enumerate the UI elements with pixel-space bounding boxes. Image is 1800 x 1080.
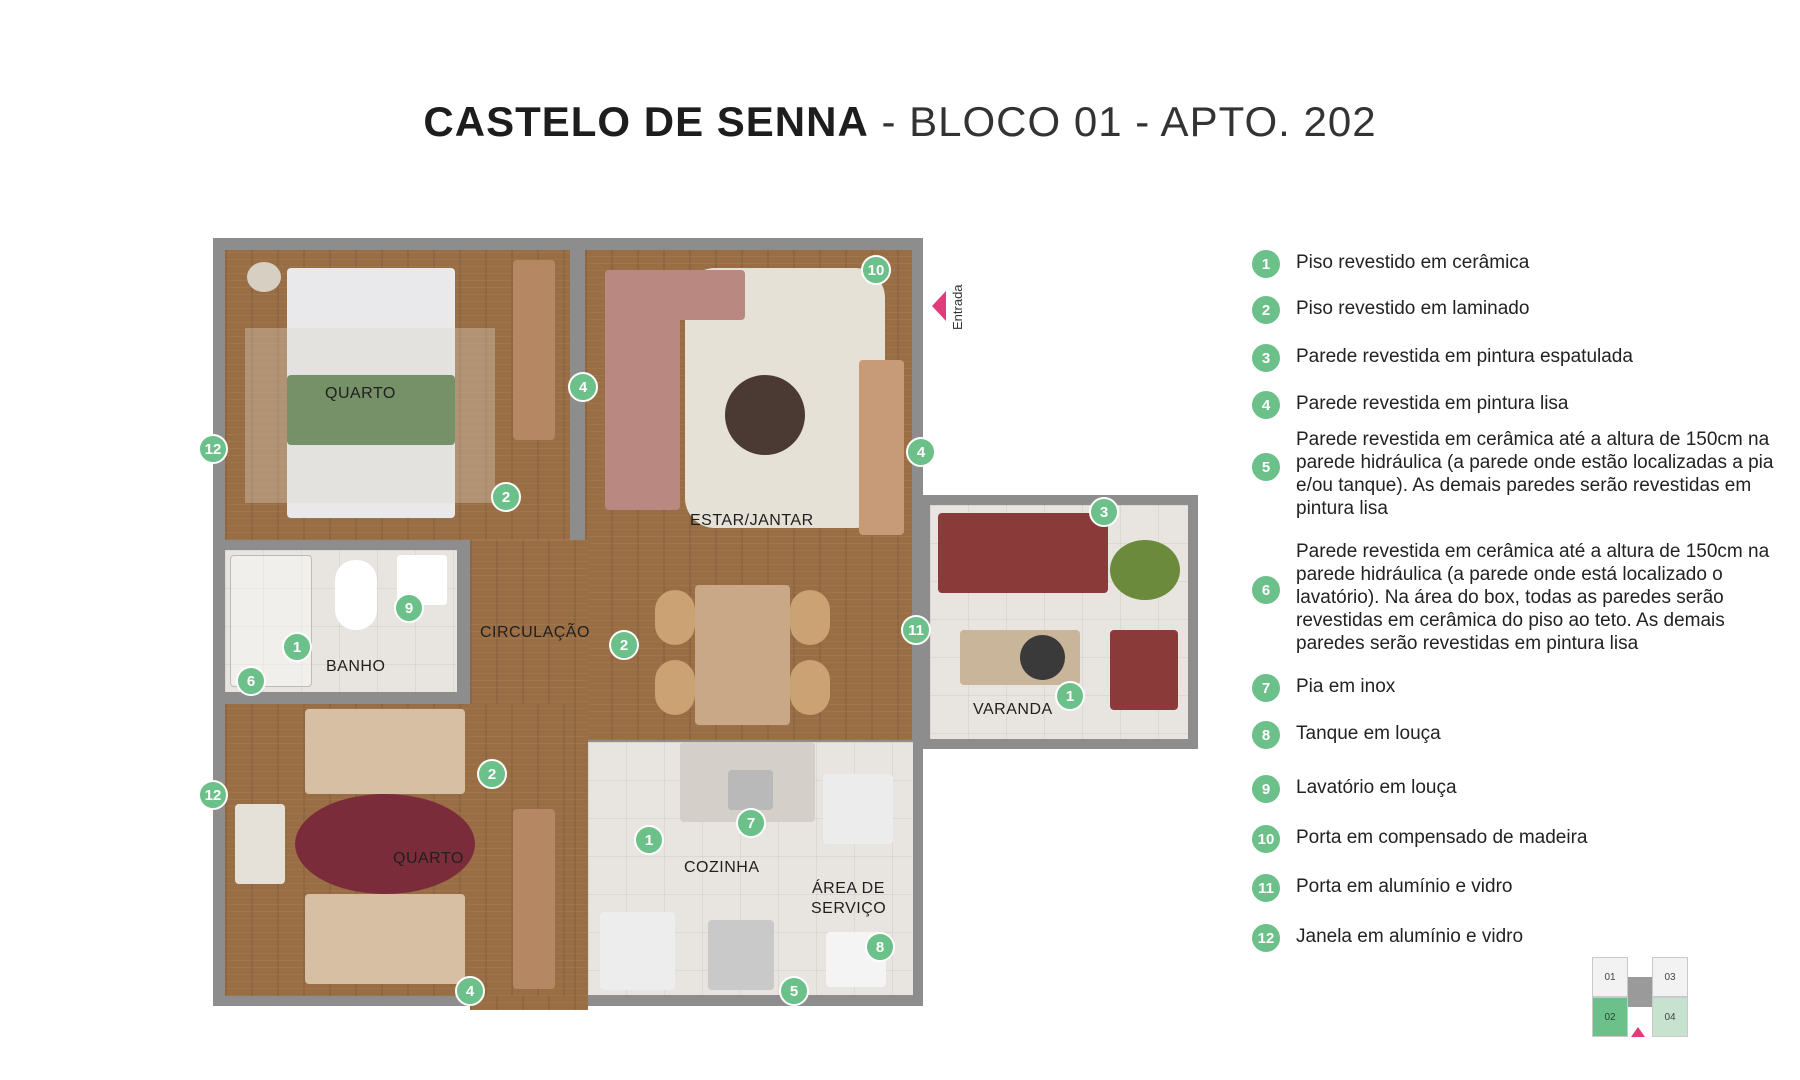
key-plan-cell-highlighted: 02 (1592, 997, 1628, 1037)
fridge (600, 912, 675, 990)
plan-marker: 1 (1055, 681, 1085, 711)
room-label-area-servico-2: SERVIÇO (811, 900, 887, 917)
legend-marker: 8 (1250, 719, 1282, 751)
plan-marker: 7 (736, 808, 766, 838)
dining-table (695, 585, 790, 725)
room-label-circulacao: CIRCULAÇÃO (480, 624, 590, 641)
armchair (1110, 630, 1178, 710)
shower-box (230, 555, 312, 687)
plan-marker: 8 (865, 932, 895, 962)
legend-text: Porta em compensado de madeira (1296, 827, 1588, 848)
legend-marker: 3 (1250, 342, 1282, 374)
bed-single (305, 709, 465, 794)
legend-text: Parede revestida em pintura espatulada (1296, 346, 1633, 367)
room-cozinha (588, 742, 913, 995)
plan-marker: 4 (568, 372, 598, 402)
legend-text: Parede revestida em pintura lisa (1296, 393, 1569, 414)
plan-marker: 1 (282, 632, 312, 662)
entrance-label: Entrada (950, 284, 965, 330)
plan-marker: 2 (609, 630, 639, 660)
plan-marker: 11 (901, 615, 931, 645)
legend-marker: 12 (1250, 922, 1282, 954)
legend-marker: 7 (1250, 672, 1282, 704)
legend-text: Piso revestido em cerâmica (1296, 252, 1530, 273)
legend-marker: 6 (1250, 574, 1282, 606)
plan-marker: 4 (906, 437, 936, 467)
bed-blanket (287, 375, 455, 445)
legend-text: Tanque em louça (1296, 723, 1441, 744)
key-plan-entrance-icon (1631, 1027, 1645, 1037)
plan-marker: 9 (394, 593, 424, 623)
legend-marker: 9 (1250, 773, 1282, 805)
rug (245, 328, 495, 503)
legend-text: Pia em inox (1296, 676, 1396, 697)
bench (938, 513, 1108, 593)
plan-marker: 4 (455, 976, 485, 1006)
legend-marker: 4 (1250, 389, 1282, 421)
room-label-quarto-top: QUARTO (325, 385, 396, 402)
sink (728, 770, 773, 810)
key-plan: 01 03 02 04 (1592, 957, 1688, 1039)
room-label-varanda: VARANDA (973, 701, 1053, 718)
plan-marker: 10 (861, 255, 891, 285)
chair (655, 660, 695, 715)
wardrobe (513, 809, 555, 989)
plan-marker: 1 (634, 825, 664, 855)
tv-stand (859, 360, 904, 535)
room-label-area-servico-1: ÁREA DE (812, 880, 885, 897)
room-label-quarto-bottom: QUARTO (393, 850, 464, 867)
legend-marker: 11 (1250, 872, 1282, 904)
room-banho (225, 550, 457, 692)
legend-text: Piso revestido em laminado (1296, 298, 1530, 319)
wardrobe (513, 260, 555, 440)
key-plan-cell: 03 (1652, 957, 1688, 997)
plan-marker: 3 (1089, 497, 1119, 527)
stove (708, 920, 774, 990)
legend-marker: 10 (1250, 823, 1282, 855)
legend-text: Parede revestida em cerâmica até a altur… (1296, 429, 1774, 519)
side-table (1020, 635, 1065, 680)
legend-marker: 1 (1250, 248, 1282, 280)
legend-marker: 5 (1250, 451, 1282, 483)
page-title: CASTELO DE SENNA - BLOCO 01 - APTO. 202 (0, 98, 1800, 146)
rug-round (295, 794, 475, 894)
legend-marker: 2 (1250, 294, 1282, 326)
plant (1110, 540, 1180, 600)
chair (655, 590, 695, 645)
chair (790, 590, 830, 645)
plan-marker: 6 (236, 666, 266, 696)
washing-machine (823, 774, 893, 844)
title-project: CASTELO DE SENNA (423, 98, 869, 145)
plan-marker: 5 (779, 976, 809, 1006)
plan-marker: 12 (198, 780, 228, 810)
room-estar-jantar (585, 250, 912, 740)
key-plan-cell: 04 (1652, 997, 1688, 1037)
legend-text: Parede revestida em cerâmica até a altur… (1296, 541, 1770, 654)
room-label-banho: BANHO (326, 658, 386, 675)
plan-marker: 12 (198, 434, 228, 464)
desk (235, 804, 285, 884)
coffee-table (725, 375, 805, 455)
plan-marker: 2 (491, 482, 521, 512)
room-label-estar-jantar: ESTAR/JANTAR (690, 512, 814, 529)
bed-single (305, 894, 465, 984)
toilet (335, 560, 377, 630)
title-unit: BLOCO 01 - APTO. 202 (909, 98, 1377, 145)
key-plan-core (1628, 977, 1652, 1007)
key-plan-cell: 01 (1592, 957, 1628, 997)
legend-text: Porta em alumínio e vidro (1296, 876, 1513, 897)
entrance-arrow-icon (932, 291, 946, 321)
title-separator: - (868, 98, 910, 145)
legend-text: Janela em alumínio e vidro (1296, 926, 1524, 947)
legend-text: Lavatório em louça (1296, 777, 1457, 798)
plan-marker: 2 (477, 759, 507, 789)
nightstand (247, 262, 281, 292)
room-label-cozinha: COZINHA (684, 859, 760, 876)
sofa-chaise (605, 270, 680, 510)
room-quarto-bottom (225, 704, 570, 996)
chair (790, 660, 830, 715)
